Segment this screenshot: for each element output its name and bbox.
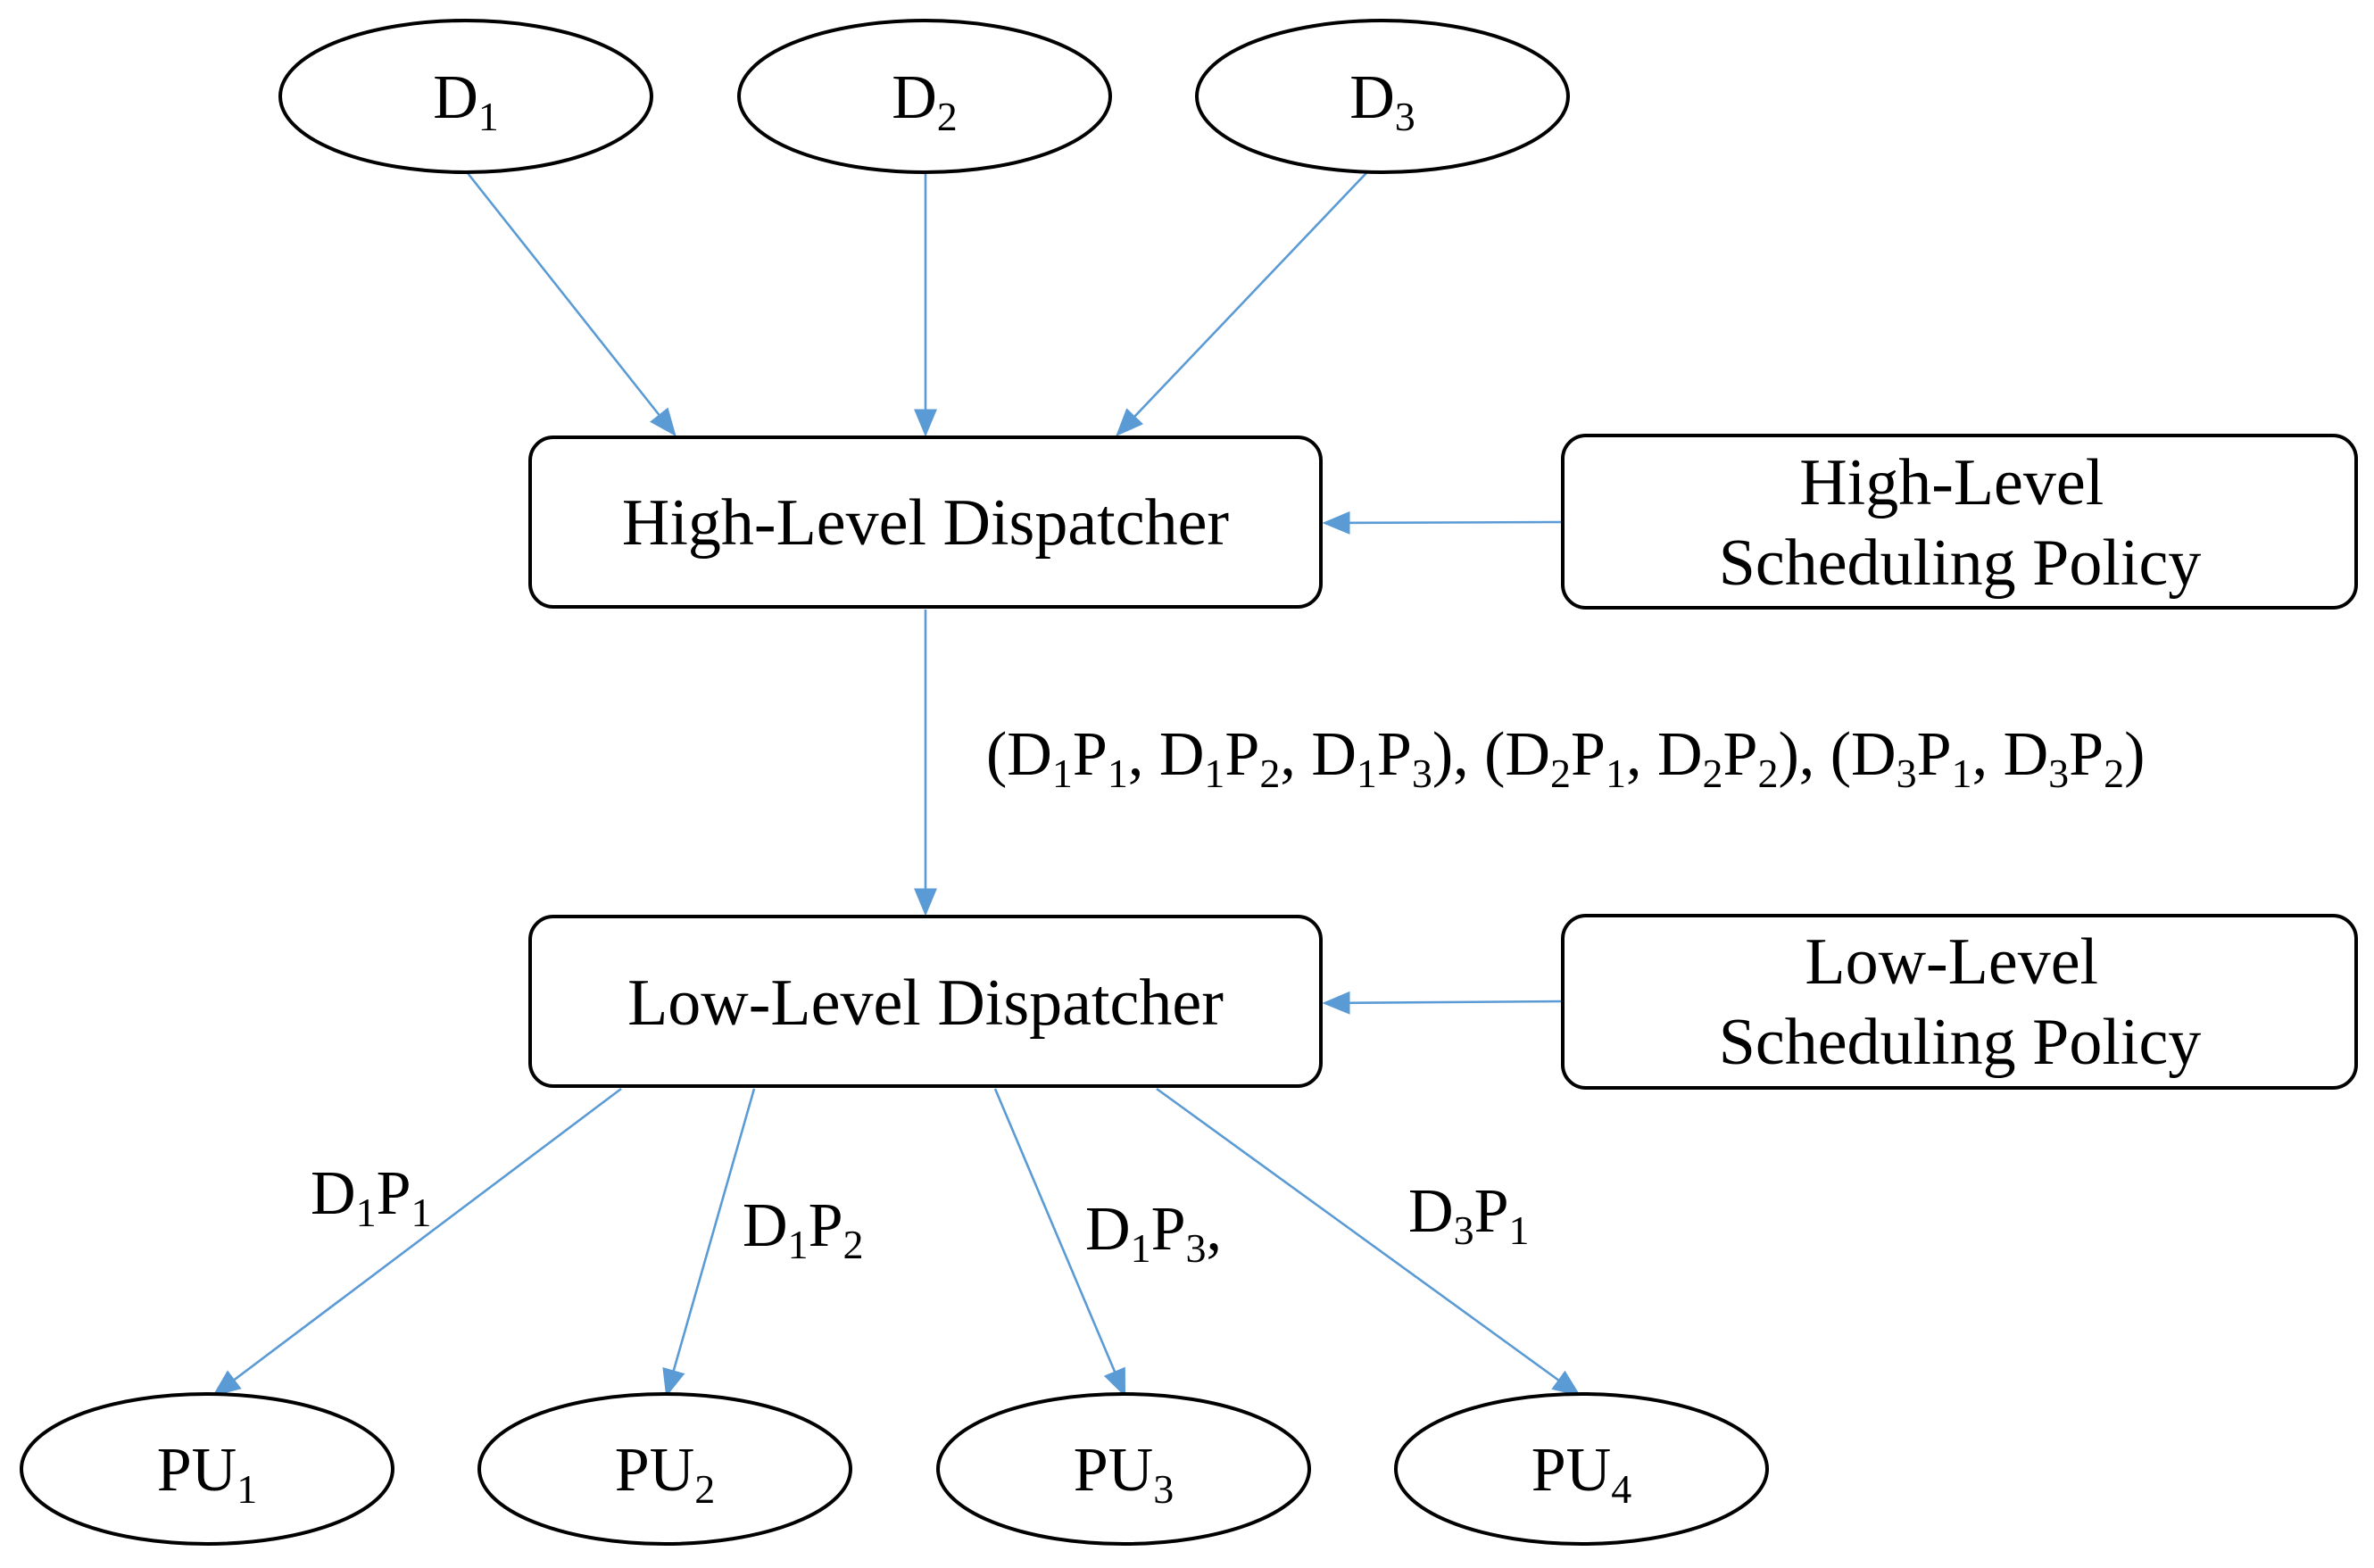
partition-list-subscript: 2 — [1757, 751, 1778, 796]
node-pu2-label: PU2 — [615, 1436, 715, 1512]
partition-list-text: ), (D — [1432, 720, 1550, 789]
partition-list-subscript: 1 — [1204, 751, 1224, 796]
edge-low-dispatcher-to-pu1 — [212, 1087, 622, 1397]
partition-list-subscript: 1 — [1952, 751, 1972, 796]
edge-d1-to-high-dispatcher — [466, 172, 677, 437]
partition-list-subscript: 1 — [1357, 751, 1377, 796]
partition-list-text: P — [2069, 720, 2104, 789]
low-level-dispatcher: Low-Level Dispatcher — [528, 915, 1323, 1088]
high-level-dispatcher: High-Level Dispatcher — [528, 436, 1323, 609]
node-pu4: PU4 — [1394, 1392, 1769, 1546]
edge-label-pu3: D1P3, — [1085, 1195, 1222, 1271]
edge-low-policy-to-low-dispatcher — [1322, 991, 1564, 1015]
node-pu2-shape — [477, 1392, 852, 1546]
low-level-dispatcher-box — [528, 915, 1323, 1088]
high-level-dispatcher-label: High-Level Dispatcher — [622, 486, 1229, 560]
node-pu3: PU3 — [936, 1392, 1311, 1546]
partition-list-text: P — [1723, 720, 1758, 789]
node-d2: D2 — [737, 19, 1112, 174]
node-d3: D3 — [1195, 19, 1570, 174]
edge-low-dispatcher-to-pu2 — [662, 1088, 756, 1398]
partition-list-text: , D — [1128, 720, 1205, 789]
node-pu3-label: PU3 — [1074, 1436, 1174, 1512]
partition-list-text: P — [1917, 720, 1952, 789]
partition-list-subscript: 3 — [1897, 751, 1917, 796]
partition-list-text: P — [1571, 720, 1606, 789]
partition-list-subscript: 2 — [1550, 751, 1571, 796]
node-d3-shape — [1195, 19, 1570, 174]
node-pu4-shape — [1394, 1392, 1769, 1546]
node-pu1: PU1 — [20, 1392, 394, 1546]
edge-label-pu1: D1P1 — [311, 1159, 432, 1235]
low-level-policy-label: Low-Level Scheduling Policy — [1719, 925, 2202, 1079]
partition-list-text: (D — [986, 720, 1052, 789]
low-level-dispatcher-label: Low-Level Dispatcher — [627, 967, 1224, 1040]
partition-list-subscript: 2 — [1259, 751, 1280, 796]
partition-list-label: (D1P1, D1P2, D1P3), (D2P1, D2P2), (D3P1,… — [986, 720, 2145, 796]
partition-list-subscript: 1 — [1606, 751, 1626, 796]
partition-list-text: P — [1073, 720, 1108, 789]
node-pu1-shape — [20, 1392, 394, 1546]
node-d2-shape — [737, 19, 1112, 174]
low-level-policy-box — [1561, 914, 2358, 1090]
edge-d3-to-high-dispatcher — [1116, 156, 1382, 436]
partition-list-text: ), (D — [1778, 720, 1896, 789]
node-pu2: PU2 — [477, 1392, 852, 1546]
edge-low-dispatcher-to-pu4 — [1156, 1087, 1581, 1397]
partition-list-text: , D — [1280, 720, 1357, 789]
partition-list-subscript: 1 — [1052, 751, 1073, 796]
edge-low-dispatcher-to-pu3 — [993, 1088, 1126, 1398]
node-d1-shape — [278, 19, 653, 174]
partition-list-text: P — [1377, 720, 1412, 789]
partition-list-subscript: 2 — [2104, 751, 2124, 796]
node-d1-label: D1 — [433, 63, 499, 139]
edge-label-pu4: D3P1 — [1408, 1177, 1530, 1253]
partition-list-text: , D — [1972, 720, 2049, 789]
node-d2-label: D2 — [892, 63, 958, 139]
partition-list-text: ) — [2124, 720, 2145, 789]
partition-list-subscript: 2 — [1703, 751, 1723, 796]
partition-list-text: , D — [1626, 720, 1703, 789]
low-level-scheduling-policy: Low-Level Scheduling Policy — [1561, 914, 2358, 1090]
node-d1: D1 — [278, 19, 653, 174]
node-pu1-label: PU1 — [157, 1436, 257, 1512]
high-level-policy-box — [1561, 434, 2358, 610]
partition-list-subscript: 1 — [1108, 751, 1128, 796]
node-d3-label: D3 — [1349, 63, 1415, 139]
partition-list-text: P — [1224, 720, 1259, 789]
partition-list-subscript: 3 — [1412, 751, 1432, 796]
high-level-policy-label: High-Level Scheduling Policy — [1719, 446, 2202, 600]
node-pu4-label: PU4 — [1531, 1436, 1631, 1512]
high-level-dispatcher-box — [528, 436, 1323, 609]
edge-high-policy-to-high-dispatcher — [1322, 510, 1564, 535]
node-pu3-shape — [936, 1392, 1311, 1546]
edge-label-pu2: D1P2 — [743, 1191, 864, 1267]
edges — [212, 156, 1581, 1398]
partition-list-subscript: 3 — [2048, 751, 2069, 796]
high-level-scheduling-policy: High-Level Scheduling Policy — [1561, 434, 2358, 610]
